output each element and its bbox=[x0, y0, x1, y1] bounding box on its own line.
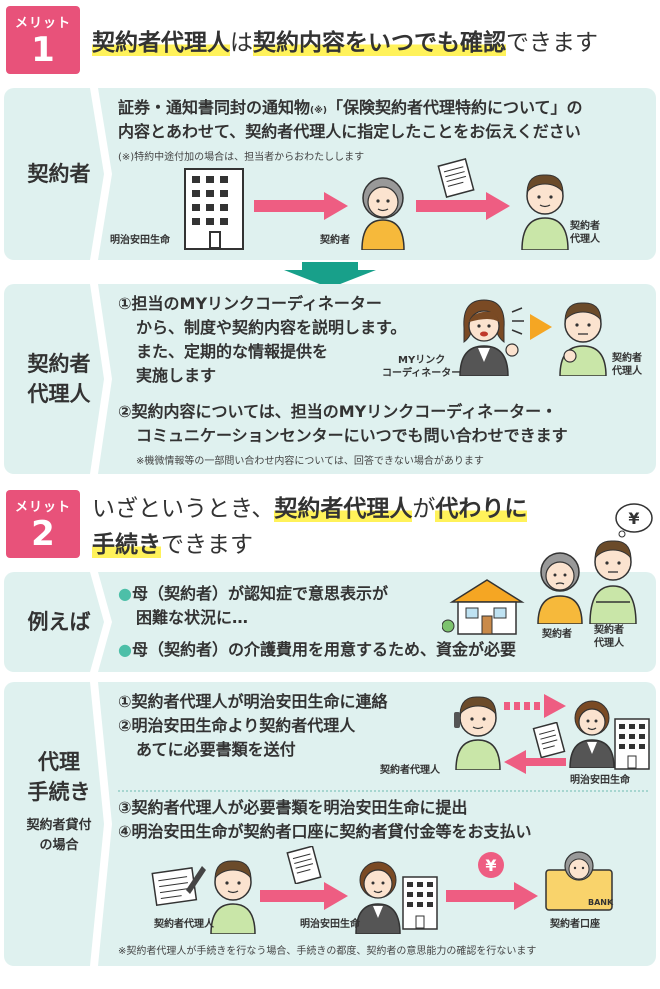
panel-procedure-label: 代理 手続き bbox=[27, 750, 91, 804]
svg-text:¥: ¥ bbox=[628, 509, 639, 528]
man-icon bbox=[589, 540, 637, 624]
yen-bubble-icon: ¥ bbox=[615, 503, 653, 538]
arrow-right-icon bbox=[254, 192, 348, 220]
panel-chevron bbox=[90, 682, 112, 966]
arrow-left-icon bbox=[504, 750, 566, 774]
staff-woman-icon bbox=[569, 700, 615, 768]
coordinator-icon bbox=[459, 299, 519, 376]
document-icon bbox=[286, 846, 322, 884]
man-phone-icon bbox=[454, 696, 501, 770]
man-icon bbox=[521, 174, 569, 250]
panel-procedure-sublabel: 契約者貸付 の場合 bbox=[26, 818, 92, 853]
building-icon bbox=[184, 168, 244, 250]
form-pen-icon bbox=[151, 866, 206, 907]
document-icon bbox=[437, 158, 475, 198]
panel-agent: 契約者 代理人 ①担当のMYリンクコーディネーター から、制度や契約内容を説明し… bbox=[4, 284, 656, 474]
staff-woman-icon bbox=[355, 861, 401, 934]
arrow-right-icon bbox=[446, 882, 538, 910]
panel-example-label: 例えば bbox=[27, 610, 91, 634]
document-icon bbox=[532, 722, 566, 758]
merit-2-badge: メリット 2 bbox=[6, 490, 80, 558]
arrow-down-icon bbox=[284, 262, 376, 288]
building-icon bbox=[402, 876, 438, 930]
arrow-right-dashed-icon bbox=[504, 694, 566, 718]
yen-coin-icon: ¥ bbox=[478, 852, 504, 878]
panel-contractor: 契約者 証券・通知書同封の通知物(※)「保険契約者代理特約について」の 内容とあ… bbox=[4, 88, 656, 260]
merit-2-heading-line2: 手続きできます bbox=[92, 532, 253, 558]
speech-lines-icon bbox=[511, 307, 524, 335]
man-icon bbox=[559, 302, 607, 376]
panel-agent-label: 契約者 代理人 bbox=[27, 352, 91, 406]
building-icon bbox=[614, 718, 650, 770]
divider bbox=[118, 790, 648, 792]
panel-contractor-label: 契約者 bbox=[27, 162, 91, 186]
merit-2-heading-line1: いざというとき、契約者代理人が代わりに bbox=[92, 496, 528, 522]
house-icon bbox=[442, 579, 525, 635]
panel-chevron bbox=[90, 572, 112, 672]
elderly-woman-icon bbox=[537, 552, 583, 624]
arrow-right-icon bbox=[260, 882, 348, 910]
bank-label: BANK bbox=[588, 898, 614, 907]
arrow-right-icon bbox=[416, 192, 510, 220]
merit-1-badge: メリット 1 bbox=[6, 6, 80, 74]
panel-example: 例えば ●母（契約者）が認知症で意思表示が 困難な状況に… ●母（契約者）の介護… bbox=[4, 540, 656, 672]
panel-procedure: 代理 手続き 契約者貸付 の場合 ①契約者代理人が明治安田生命に連絡 ②明治安田… bbox=[4, 682, 656, 966]
bank-account-icon bbox=[545, 851, 613, 911]
man-icon bbox=[210, 860, 256, 934]
svg-text:¥: ¥ bbox=[485, 856, 496, 875]
panel-chevron bbox=[90, 284, 112, 474]
triangle-pointer-icon bbox=[530, 314, 552, 340]
panel-chevron bbox=[90, 88, 112, 260]
elderly-woman-icon bbox=[361, 177, 405, 250]
merit-1-heading: 契約者代理人は契約内容をいつでも確認できます bbox=[92, 30, 598, 56]
